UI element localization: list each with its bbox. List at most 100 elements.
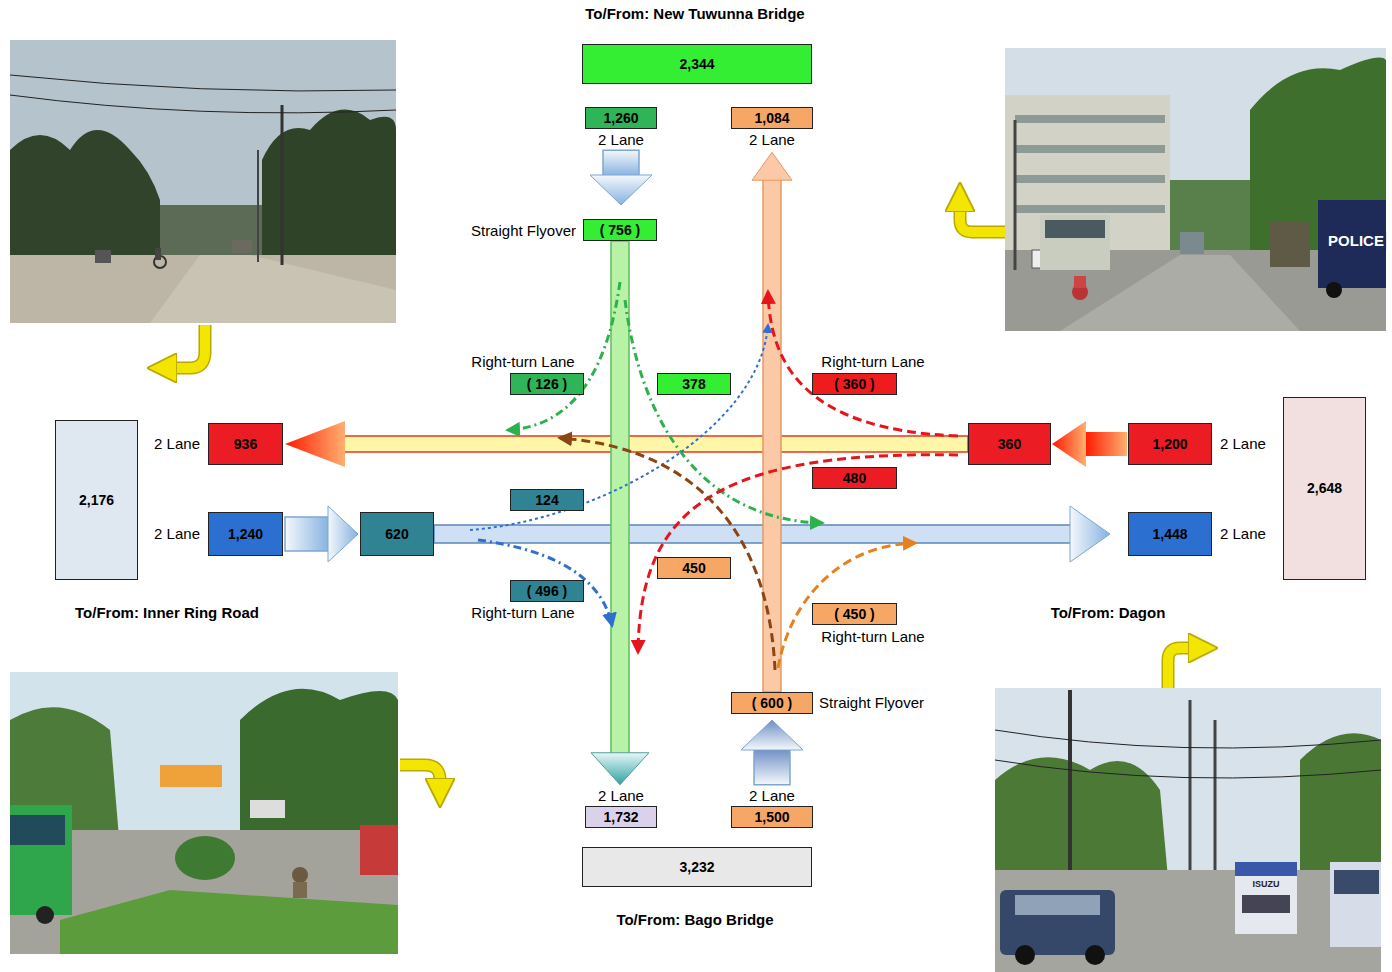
lane-label: 2 Lane xyxy=(598,787,644,804)
road-photo xyxy=(1068,690,1072,880)
road-photo xyxy=(10,672,398,954)
volume-box: 2,344 xyxy=(582,44,812,84)
road-photo xyxy=(160,205,262,260)
road-photo xyxy=(232,240,252,253)
lane-label: 2 Lane xyxy=(598,131,644,148)
lane-label: 2 Lane xyxy=(749,131,795,148)
direction-label: POLICE xyxy=(1326,232,1386,249)
lane-note: Straight Flyover xyxy=(817,694,926,711)
road-photo xyxy=(1015,945,1035,965)
arrow-head xyxy=(591,753,649,785)
arrow-head xyxy=(1070,506,1110,562)
road-photo xyxy=(1040,215,1110,270)
lane-label: 2 Lane xyxy=(1220,525,1266,542)
volume-number: 1,260 xyxy=(585,107,657,129)
volume-box: 378 xyxy=(657,373,731,395)
direction-label: To/From: Inner Ring Road xyxy=(73,604,261,621)
road-photo xyxy=(1189,700,1192,870)
turn-path xyxy=(470,325,768,530)
road-photo xyxy=(1270,222,1310,267)
road-photo xyxy=(1300,733,1381,880)
road-photo xyxy=(10,815,65,845)
lane-note: Right-turn Lane xyxy=(469,604,576,621)
volume-number: ( 600 ) xyxy=(731,692,813,714)
lane-label: 2 Lane xyxy=(1220,435,1266,452)
arrow-head xyxy=(741,720,803,750)
arrow-head xyxy=(285,421,345,467)
volume-box: 1,0842 Lane xyxy=(731,107,813,148)
flow-band xyxy=(763,179,781,692)
road-photo xyxy=(995,760,1381,778)
volume-number: 1,200 xyxy=(1128,423,1212,465)
lane-note: Right-turn Lane xyxy=(469,353,576,370)
volume-number: ( 126 ) xyxy=(510,373,584,395)
volume-box: 2 Lane 1,732 xyxy=(585,787,657,828)
road-photo xyxy=(1242,895,1290,913)
flow-band xyxy=(344,436,968,452)
flow-band xyxy=(285,517,329,551)
road-photo xyxy=(1005,95,1170,270)
lane-label: 2 Lane xyxy=(154,435,200,452)
volume-number: ( 496 ) xyxy=(510,580,584,602)
turn-path xyxy=(638,455,958,652)
turn-path xyxy=(470,282,958,670)
arrow-head xyxy=(590,175,652,205)
volume-box: ( 360 ) xyxy=(812,373,897,395)
flow-band xyxy=(434,525,1071,543)
volume-number: 3,232 xyxy=(582,847,812,887)
road-photo xyxy=(10,75,396,91)
volume-box: 2 Lane1,500 xyxy=(731,787,813,828)
volume-box: 3,232 xyxy=(582,847,812,887)
road-photo xyxy=(250,800,285,818)
road-photo xyxy=(1015,145,1165,153)
lane-note: Right-turn Lane xyxy=(819,353,926,370)
road-photo xyxy=(1180,232,1204,254)
pointer-arrow xyxy=(1168,648,1200,688)
road-photo xyxy=(1235,862,1297,934)
volume-box: ( 450 ) xyxy=(812,603,897,625)
lane-label: 2 Lane xyxy=(154,525,200,542)
lane-note: Right-turn Lane xyxy=(819,628,926,645)
road-photo xyxy=(257,150,259,262)
volume-number: 480 xyxy=(812,467,897,489)
volume-box: ( 126 ) xyxy=(510,373,584,395)
volume-number: 2,648 xyxy=(1283,397,1366,580)
flow-band xyxy=(754,749,790,785)
road-photo xyxy=(995,688,1381,972)
volume-box: 1,200 2 Lane xyxy=(1128,423,1266,465)
road-photo xyxy=(995,688,1381,972)
volume-number: 1,732 xyxy=(585,806,657,828)
road-photo xyxy=(1045,220,1105,238)
volume-number: 2,344 xyxy=(582,44,812,84)
turn-path xyxy=(560,438,775,670)
volume-box: 1,260 2 Lane xyxy=(585,107,657,148)
volume-box: 2 Lane1,240 xyxy=(154,512,283,556)
road-photo xyxy=(360,825,398,875)
flow-band xyxy=(1085,432,1127,456)
volume-box: 2,176 xyxy=(55,420,138,580)
road-photo xyxy=(10,805,72,915)
volume-number: 378 xyxy=(657,373,731,395)
road-photo xyxy=(10,672,398,954)
road-photo xyxy=(10,40,396,323)
volume-number: ( 756 ) xyxy=(583,219,657,241)
road-photo xyxy=(175,836,235,880)
road-photo xyxy=(10,40,396,323)
volume-number: 360 xyxy=(968,423,1051,465)
road-photo xyxy=(10,707,120,850)
road-photo xyxy=(10,255,396,323)
road-photo xyxy=(10,95,396,113)
turn-path xyxy=(778,543,915,668)
flow-arrow xyxy=(752,152,792,692)
volume-box: 360 xyxy=(968,423,1051,465)
lane-note: Straight Flyover xyxy=(469,222,578,239)
road-photo xyxy=(1085,945,1105,965)
flow-arrow xyxy=(590,150,652,205)
volume-number: 2,176 xyxy=(55,420,138,580)
volume-box: 620 xyxy=(360,512,434,556)
road-photo xyxy=(1214,720,1217,870)
pointer-arrow xyxy=(400,765,440,790)
